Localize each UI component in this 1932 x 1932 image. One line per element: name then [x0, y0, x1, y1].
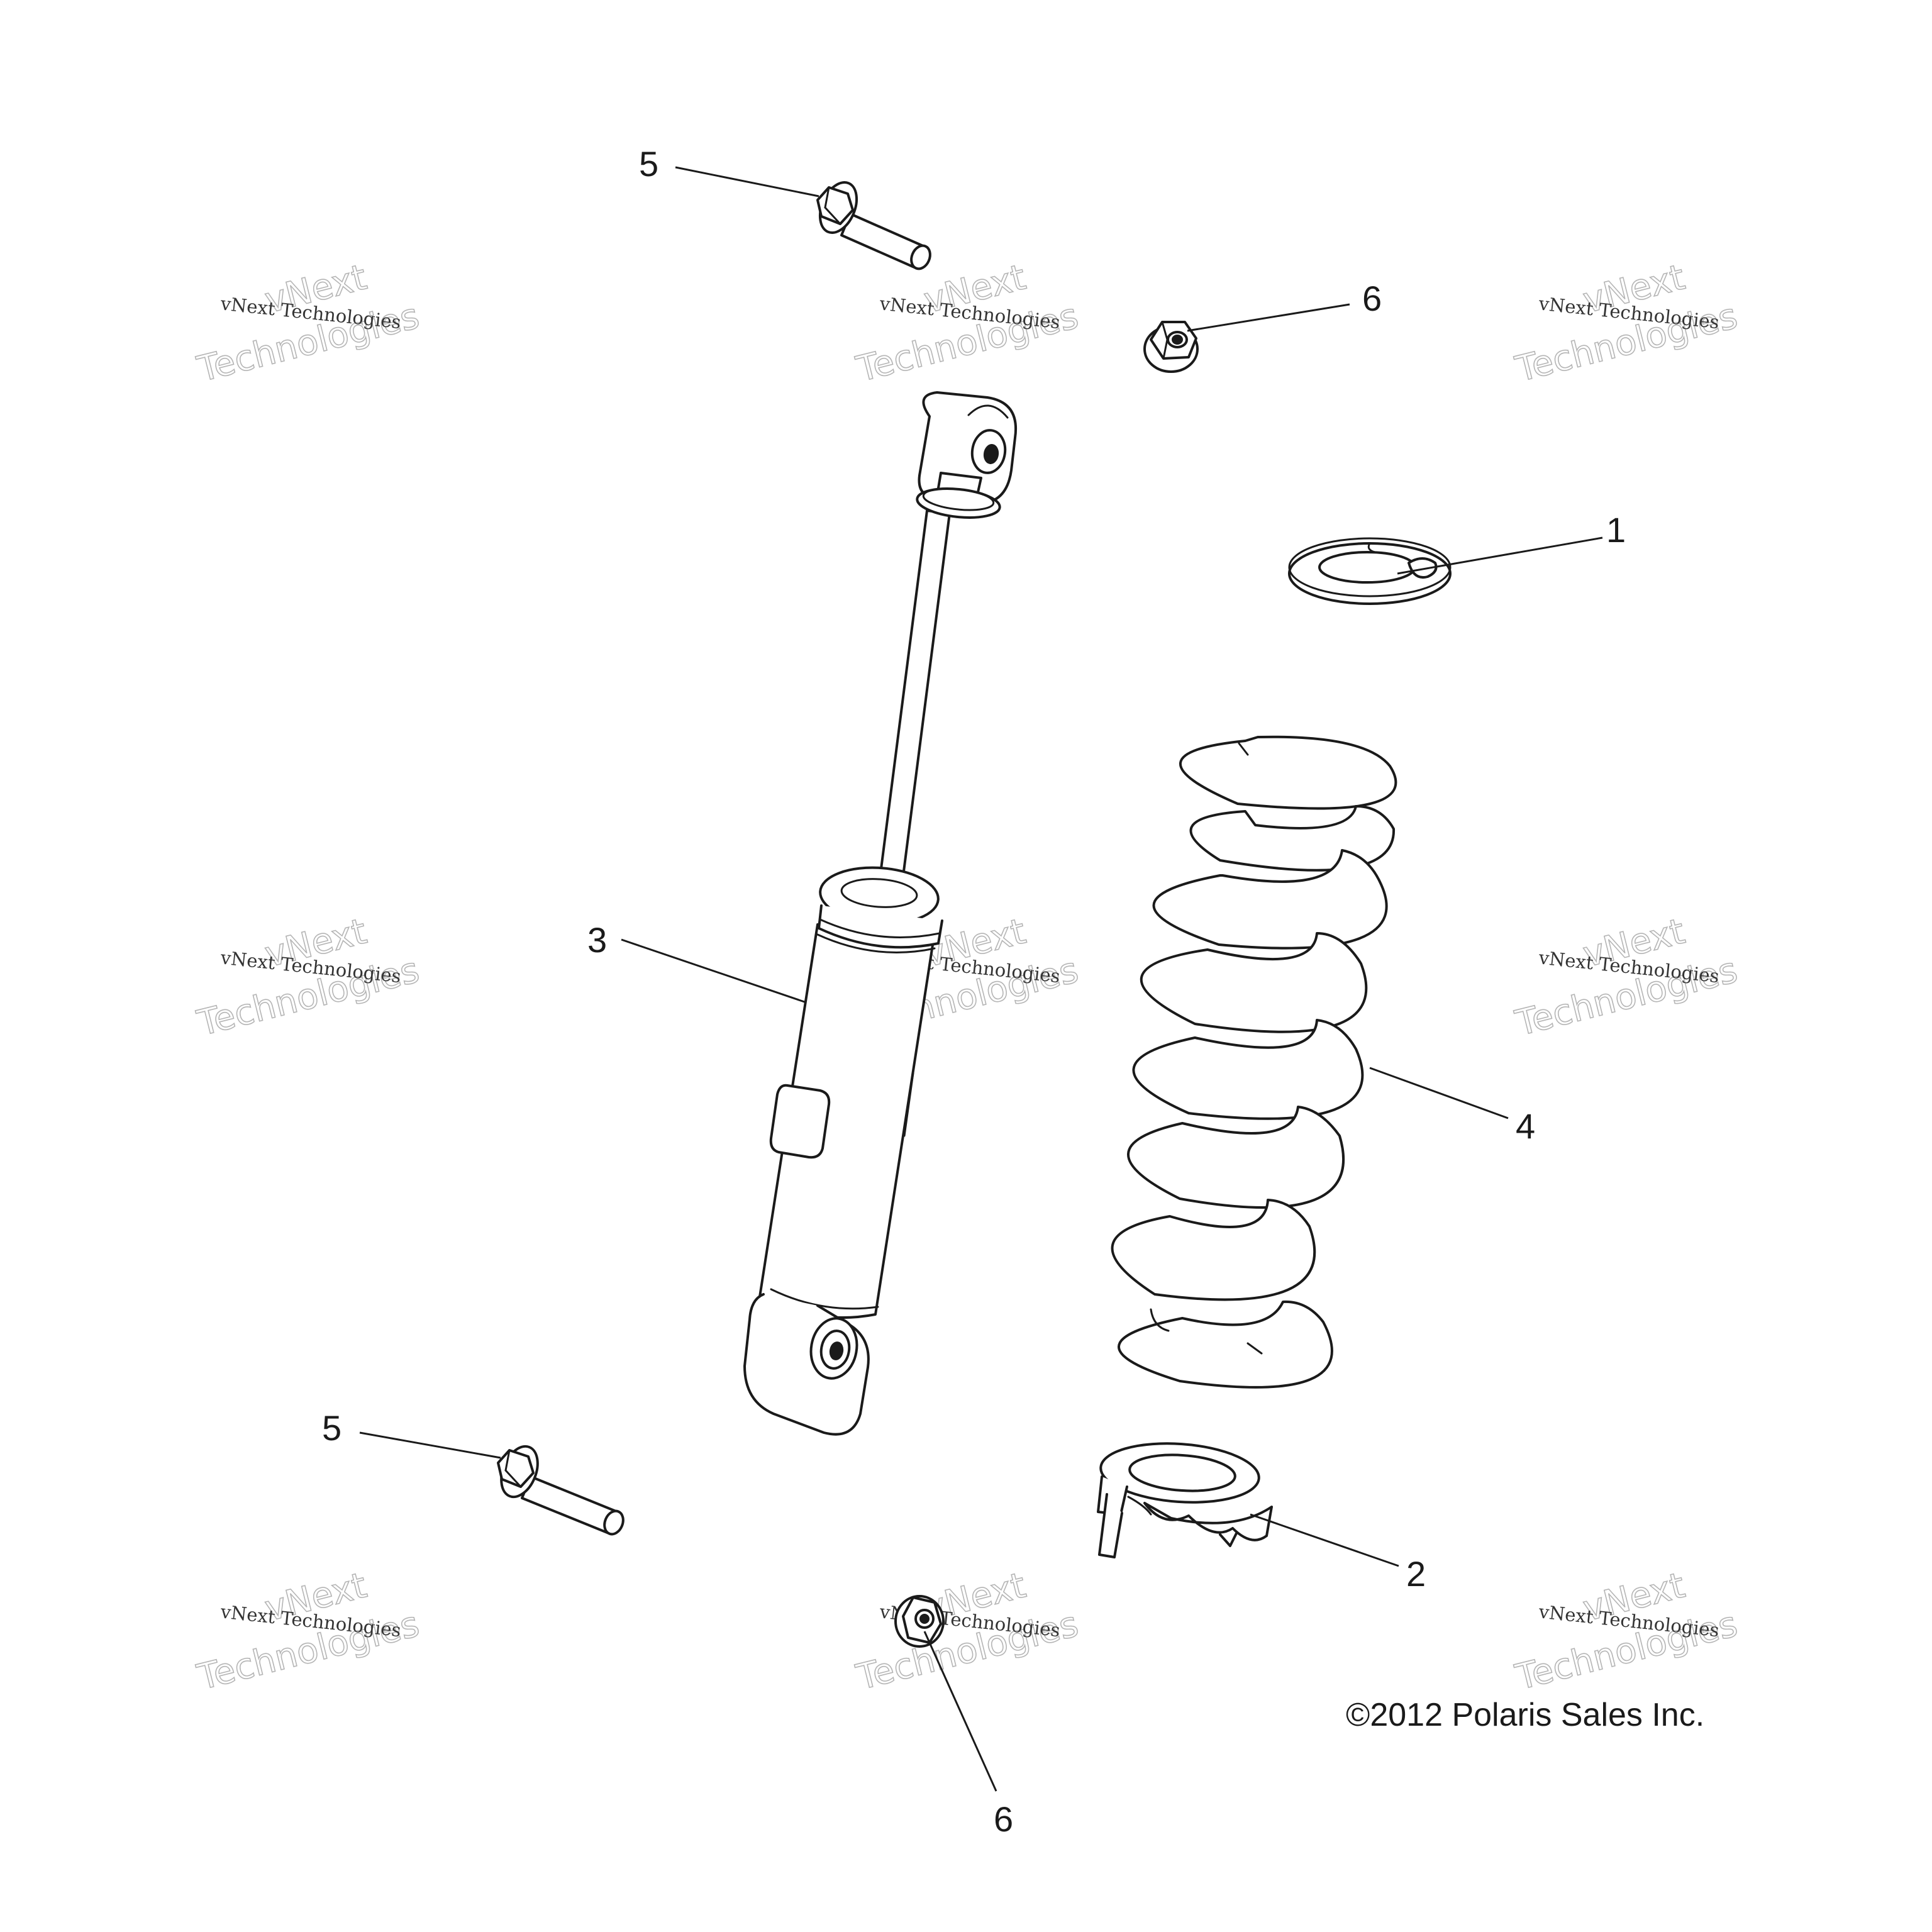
- callout-6-bottom: 6: [994, 1799, 1013, 1839]
- leader-5-top: [675, 166, 819, 197]
- leader-lines: [359, 166, 1603, 1792]
- spring-seat: [1097, 1442, 1273, 1558]
- coil-spring: [1111, 735, 1397, 1389]
- leader-6-bottom: [923, 1631, 997, 1792]
- copyright-notice: ©2012 Polaris Sales Inc.: [1346, 1697, 1704, 1733]
- flange-nut-bottom: [894, 1595, 945, 1648]
- callout-6-top: 6: [1362, 279, 1382, 318]
- bolt-bottom: [497, 1445, 625, 1536]
- leader-2: [1250, 1513, 1399, 1567]
- leader-5-bottom: [359, 1431, 501, 1459]
- leader-6-top: [1187, 303, 1350, 332]
- leader-1: [1397, 536, 1603, 575]
- leader-4: [1369, 1067, 1509, 1119]
- callout-3: 3: [587, 920, 607, 960]
- bolt-top: [816, 181, 931, 270]
- callout-1: 1: [1606, 510, 1626, 550]
- flange-nut-top: [1143, 321, 1199, 373]
- callout-5-top: 5: [639, 144, 658, 184]
- callout-2: 2: [1406, 1554, 1426, 1594]
- callout-4: 4: [1516, 1106, 1535, 1146]
- leader-3: [621, 938, 807, 1004]
- shock-absorber: [743, 391, 1017, 1436]
- callout-labels: 5 6 1 3 4 5 2 6: [322, 144, 1626, 1839]
- spring-retainer-clip: [1288, 537, 1452, 605]
- callout-5-bottom: 5: [322, 1408, 341, 1448]
